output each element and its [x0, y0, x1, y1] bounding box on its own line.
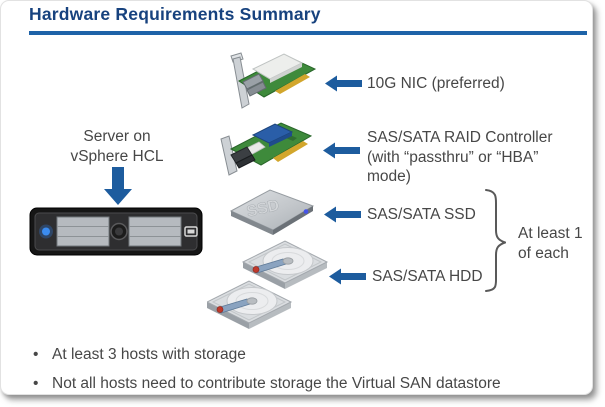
server-label: Server on vSphere HCL — [70, 128, 164, 165]
curly-brace-icon — [484, 188, 506, 293]
nic-image — [217, 48, 319, 112]
hdd-image — [207, 239, 329, 334]
group-note: At least 1 of each — [518, 225, 583, 262]
nic-label: 10G NIC (preferred) — [367, 75, 505, 92]
bullet-list: At least 3 hosts with storage Not all ho… — [31, 345, 579, 402]
left-arrow-icon-raid — [323, 142, 360, 159]
raid-controller-label: SAS/SATA RAID Controller (with “passthru… — [367, 129, 553, 185]
left-arrow-icon-hdd — [329, 268, 366, 285]
page-title: Hardware Requirements Summary — [29, 4, 321, 24]
bullet-item: Not all hosts need to contribute storage… — [31, 374, 579, 394]
ssd-image: SSD — [227, 185, 317, 238]
down-arrow-icon — [104, 167, 132, 205]
hdd-label: SAS/SATA HDD — [372, 268, 483, 285]
title-underline — [29, 31, 587, 35]
server-image — [29, 207, 203, 256]
bullet-item: At least 3 hosts with storage — [31, 345, 579, 365]
raid-controller-image — [213, 113, 319, 179]
slide: Hardware Requirements Summary Server on … — [0, 0, 593, 395]
ssd-label: SAS/SATA SSD — [367, 206, 476, 223]
left-arrow-icon-ssd — [324, 206, 361, 223]
left-arrow-icon-nic — [325, 75, 362, 92]
